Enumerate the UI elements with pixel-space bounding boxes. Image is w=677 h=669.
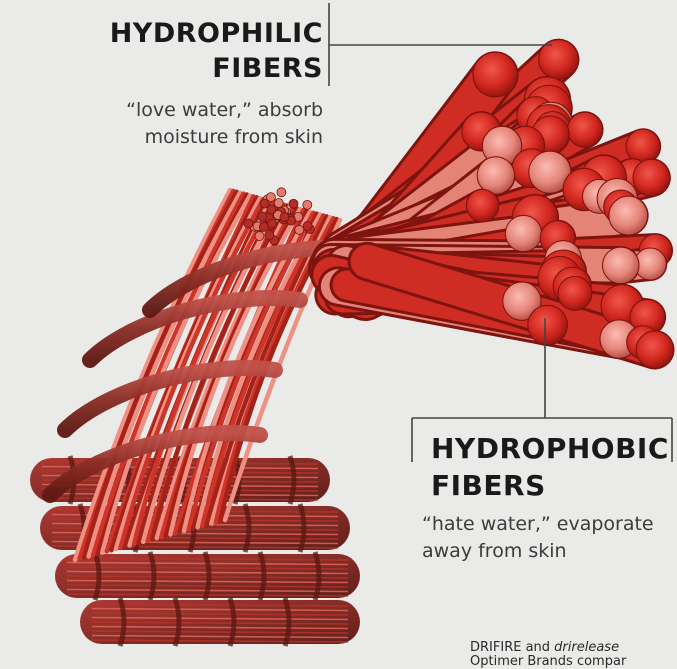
hydrophilic-title-line2: FIBERS (110, 51, 323, 86)
hydrophobic-desc-line1: “hate water,” evaporate (422, 511, 654, 538)
hydrophilic-title: HYDROPHILIC FIBERS (110, 16, 323, 86)
yarn-end (255, 232, 264, 241)
credit-text: DRIFIRE and drirelease Optimer Brands co… (470, 641, 626, 669)
yarn-end (265, 231, 274, 240)
hydrophilic-description: “love water,” absorb moisture from skin (126, 97, 323, 151)
yarn-end (267, 205, 276, 214)
fiber-tip (505, 215, 541, 251)
fiber-tip (567, 112, 602, 147)
hydrophobic-title: HYDROPHOBIC FIBERS (431, 430, 669, 504)
hydrophobic-title-line2: FIBERS (431, 467, 669, 504)
yarn-end (274, 199, 283, 208)
credit-line1: DRIFIRE and drirelease (470, 641, 626, 655)
hydrophobic-title-line1: HYDROPHOBIC (431, 430, 669, 467)
yarn-end (259, 223, 268, 232)
fiber-tip (477, 157, 514, 194)
fiber-tip (633, 159, 670, 196)
hydrophobic-desc-line2: away from skin (422, 538, 654, 565)
yarn-end (277, 188, 286, 197)
fiber-tip (558, 276, 592, 310)
credit-line1-italic: drirelease (554, 640, 619, 655)
credit-line1-prefix: DRIFIRE and (470, 640, 554, 655)
fiber-tip (528, 305, 568, 345)
yarn-end (244, 219, 253, 228)
yarn-end (303, 200, 312, 209)
fiber-tip (636, 331, 673, 368)
yarn-end (280, 213, 289, 222)
yarn-end (258, 212, 267, 221)
hydrophilic-title-line1: HYDROPHILIC (110, 16, 323, 51)
fiber-tip (609, 196, 648, 235)
fiber-tip (626, 129, 660, 163)
fiber-tip (473, 52, 518, 97)
yarn-end (295, 225, 304, 234)
fiber-tip (466, 189, 498, 221)
yarn-end (267, 219, 276, 228)
hydrophobic-description: “hate water,” evaporate away from skin (422, 511, 654, 565)
yarn-end (303, 221, 312, 230)
hydrophilic-desc-line2: moisture from skin (126, 124, 323, 151)
hydrophilic-desc-line1: “love water,” absorb (126, 97, 323, 124)
fiber-tip (602, 247, 639, 284)
yarn-end (289, 199, 298, 208)
yarn-end (266, 193, 275, 202)
